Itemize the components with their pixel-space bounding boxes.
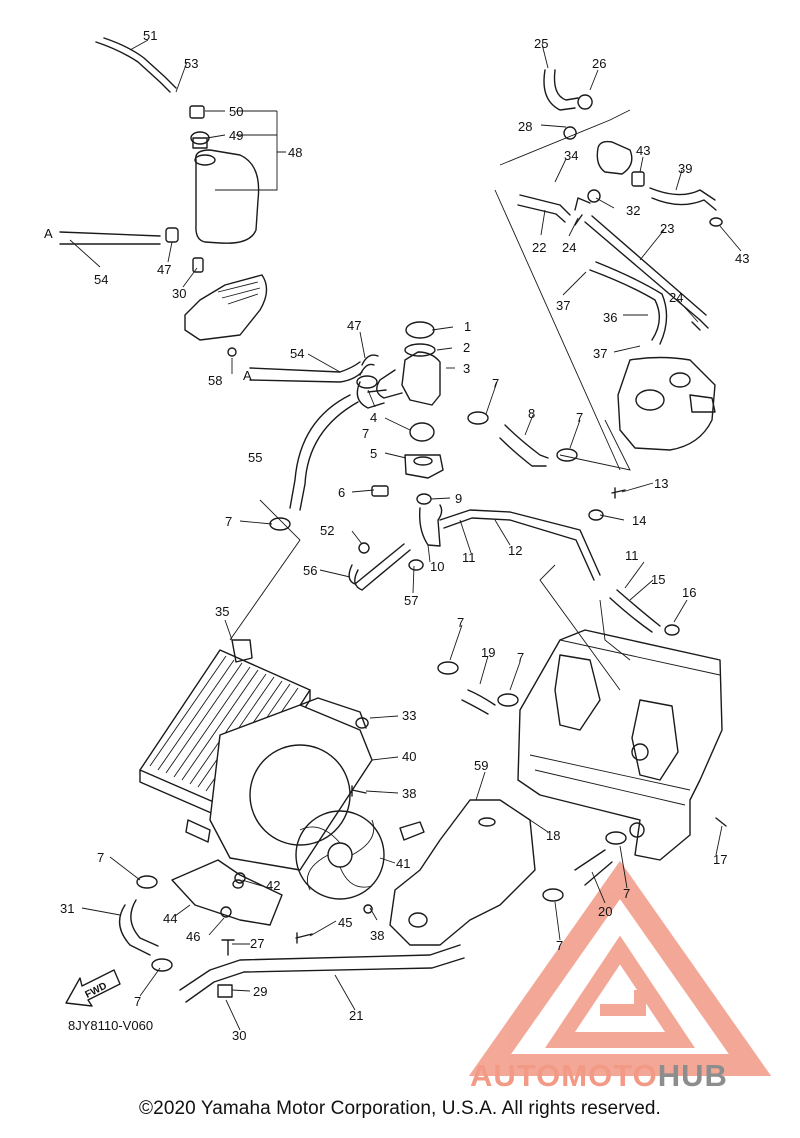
drawing-code: 8JY8110-V060 <box>68 1018 153 1033</box>
label-13: 13 <box>654 476 668 491</box>
label-30b: 30 <box>232 1028 246 1043</box>
label-8: 8 <box>528 406 535 421</box>
label-56: 56 <box>303 563 317 578</box>
label-51: 51 <box>143 28 157 43</box>
label-14: 14 <box>632 513 646 528</box>
hose-clamps <box>136 375 680 972</box>
label-30a: 30 <box>172 286 186 301</box>
label-20: 20 <box>598 904 612 919</box>
label-55: 55 <box>248 450 262 465</box>
label-34: 34 <box>564 148 578 163</box>
label-7j: 7 <box>134 994 141 1009</box>
label-10: 10 <box>430 559 444 574</box>
label-47b: 47 <box>347 318 361 333</box>
connector-label-a1: A <box>44 226 53 241</box>
label-54a: 54 <box>94 272 108 287</box>
label-7d: 7 <box>225 514 232 529</box>
label-3: 3 <box>463 361 470 376</box>
fan-assembly <box>209 697 425 900</box>
label-39: 39 <box>678 161 692 176</box>
fwd-arrow-icon: FWD <box>65 969 121 1007</box>
label-22: 22 <box>532 240 546 255</box>
label-12: 12 <box>508 543 522 558</box>
label-24b: 24 <box>669 290 683 305</box>
label-52: 52 <box>320 523 334 538</box>
watermark-brand: AUTOMOTOHUB <box>470 1058 728 1094</box>
label-1: 1 <box>464 319 471 334</box>
label-57: 57 <box>404 593 418 608</box>
label-7c: 7 <box>576 410 583 425</box>
label-42: 42 <box>266 878 280 893</box>
label-58: 58 <box>208 373 222 388</box>
label-59: 59 <box>474 758 488 773</box>
label-49: 49 <box>229 128 243 143</box>
label-7i: 7 <box>556 938 563 953</box>
label-7g: 7 <box>97 850 104 865</box>
label-16: 16 <box>682 585 696 600</box>
frame <box>517 629 723 861</box>
copyright-notice: ©2020 Yamaha Motor Corporation, U.S.A. A… <box>139 1098 661 1119</box>
label-19: 19 <box>481 645 495 660</box>
label-25: 25 <box>534 36 548 51</box>
label-9: 9 <box>455 491 462 506</box>
label-36: 36 <box>603 310 617 325</box>
label-47a: 47 <box>157 262 171 277</box>
label-37a: 37 <box>556 298 570 313</box>
label-40: 40 <box>402 749 416 764</box>
fasteners <box>217 487 727 998</box>
label-27: 27 <box>250 936 264 951</box>
label-21: 21 <box>349 1008 363 1023</box>
part-labels: 51 53 50 49 48 54 47 30 58 25 26 28 34 4… <box>44 28 749 1043</box>
hoses <box>118 361 661 1003</box>
label-4: 4 <box>370 410 377 425</box>
radiator <box>139 639 311 843</box>
label-17: 17 <box>713 852 727 867</box>
label-43a: 43 <box>636 143 650 158</box>
label-23: 23 <box>660 221 674 236</box>
label-11b: 11 <box>625 548 639 563</box>
label-26: 26 <box>592 56 606 71</box>
exploded-parts-diagram: 51 53 50 49 48 54 47 30 58 25 26 28 34 4… <box>44 28 772 1076</box>
label-7b: 7 <box>492 376 499 391</box>
label-28: 28 <box>518 119 532 134</box>
label-24a: 24 <box>562 240 576 255</box>
watermark-logo <box>468 860 772 1076</box>
label-38b: 38 <box>370 928 384 943</box>
label-11a: 11 <box>462 550 476 565</box>
label-46: 46 <box>186 929 200 944</box>
label-7f: 7 <box>517 650 524 665</box>
water-pump-group <box>517 69 723 451</box>
watermark-brand-part2: HUB <box>657 1058 728 1093</box>
label-37b: 37 <box>593 346 607 361</box>
label-15: 15 <box>651 572 665 587</box>
label-53: 53 <box>184 56 198 71</box>
label-48: 48 <box>288 145 302 160</box>
label-29: 29 <box>253 984 267 999</box>
leader-lines <box>69 39 742 1031</box>
label-5: 5 <box>370 446 377 461</box>
reservoir-tank <box>59 37 268 357</box>
label-50: 50 <box>229 104 243 119</box>
label-18: 18 <box>546 828 560 843</box>
connector-label-a2: A <box>243 368 252 383</box>
label-2: 2 <box>463 340 470 355</box>
label-38a: 38 <box>402 786 416 801</box>
label-6: 6 <box>338 485 345 500</box>
label-33: 33 <box>402 708 416 723</box>
label-32: 32 <box>626 203 640 218</box>
label-7h: 7 <box>623 886 630 901</box>
label-44: 44 <box>163 911 177 926</box>
label-41: 41 <box>396 856 410 871</box>
label-35: 35 <box>215 604 229 619</box>
label-7a: 7 <box>362 426 369 441</box>
label-54b: 54 <box>290 346 304 361</box>
label-7e: 7 <box>457 615 464 630</box>
label-45: 45 <box>338 915 352 930</box>
label-43b: 43 <box>735 251 749 266</box>
label-31: 31 <box>60 901 74 916</box>
watermark-brand-part1: AUTOMOTO <box>470 1058 658 1093</box>
thermostat-group <box>348 321 444 591</box>
